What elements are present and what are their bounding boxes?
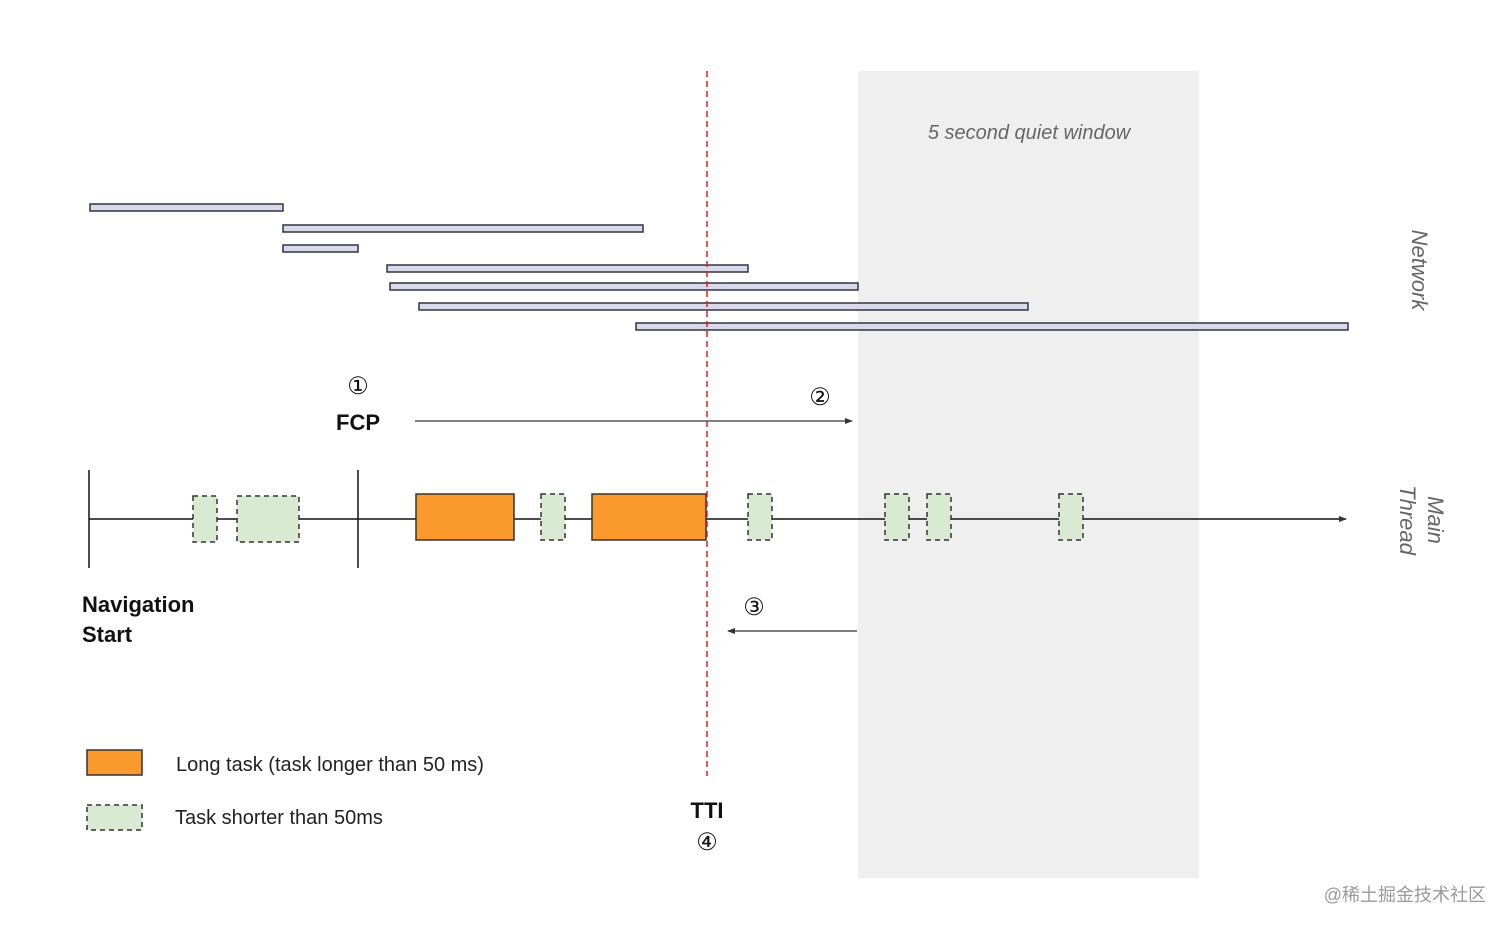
step-4-marker: ④ (696, 829, 718, 856)
short-task (926, 493, 952, 541)
network-request-bar (635, 322, 1349, 331)
network-request-bar (282, 244, 359, 253)
network-requests (89, 203, 1349, 331)
short-task (236, 495, 300, 543)
navigation-start-label-line2: Start (82, 622, 133, 647)
quiet-window-region (858, 71, 1199, 878)
legend-long-task-swatch (86, 749, 143, 776)
network-label: Network (1407, 230, 1432, 312)
network-request-bar (89, 203, 284, 212)
navigation-start-label-line1: Navigation (82, 592, 194, 617)
quiet-window-label: 5 second quiet window (928, 122, 1132, 144)
network-request-bar (418, 302, 1029, 311)
legend-long-task-label: Long task (task longer than 50 ms) (176, 754, 484, 776)
short-task (192, 495, 218, 543)
short-task (747, 493, 773, 541)
watermark: @稀土掘金技术社区 (1324, 885, 1486, 905)
legend: Long task (task longer than 50 ms) Task … (86, 749, 484, 831)
legend-short-task-swatch (86, 804, 143, 831)
tti-label: TTI (691, 798, 724, 823)
short-tasks (192, 493, 1084, 543)
long-task (415, 493, 515, 541)
short-task (1058, 493, 1084, 541)
step-2-marker: ② (809, 384, 831, 411)
main-thread-label-line2: Thread (1395, 485, 1420, 555)
network-request-bar (389, 282, 859, 291)
network-request-bar (386, 264, 749, 273)
short-task (540, 493, 566, 541)
legend-short-task-label: Task shorter than 50ms (175, 807, 383, 829)
network-request-bar (282, 224, 644, 233)
long-tasks (415, 493, 707, 541)
fcp-label: FCP (336, 410, 380, 435)
main-thread-label-line1: Main (1423, 496, 1448, 544)
step-1-marker: ① (347, 373, 369, 400)
short-task (884, 493, 910, 541)
step-3-marker: ③ (743, 594, 765, 621)
long-task (591, 493, 707, 541)
